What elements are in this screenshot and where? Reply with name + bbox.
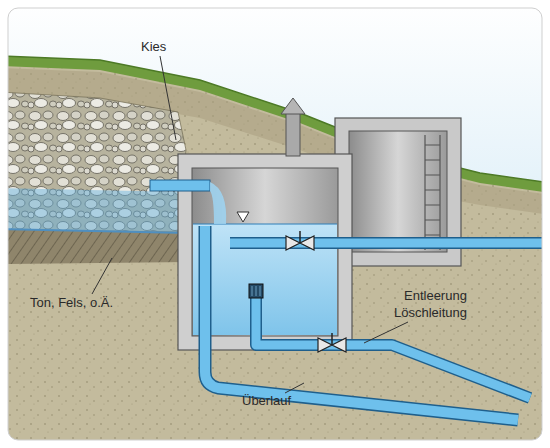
part-label: Löschleitung [394,306,467,321]
part-label: Entleerung [404,289,467,304]
part-label: Kies [141,40,166,55]
part-label: Ton, Fels, o.Ä. [30,296,113,311]
part-label: Überlauf [242,394,291,409]
